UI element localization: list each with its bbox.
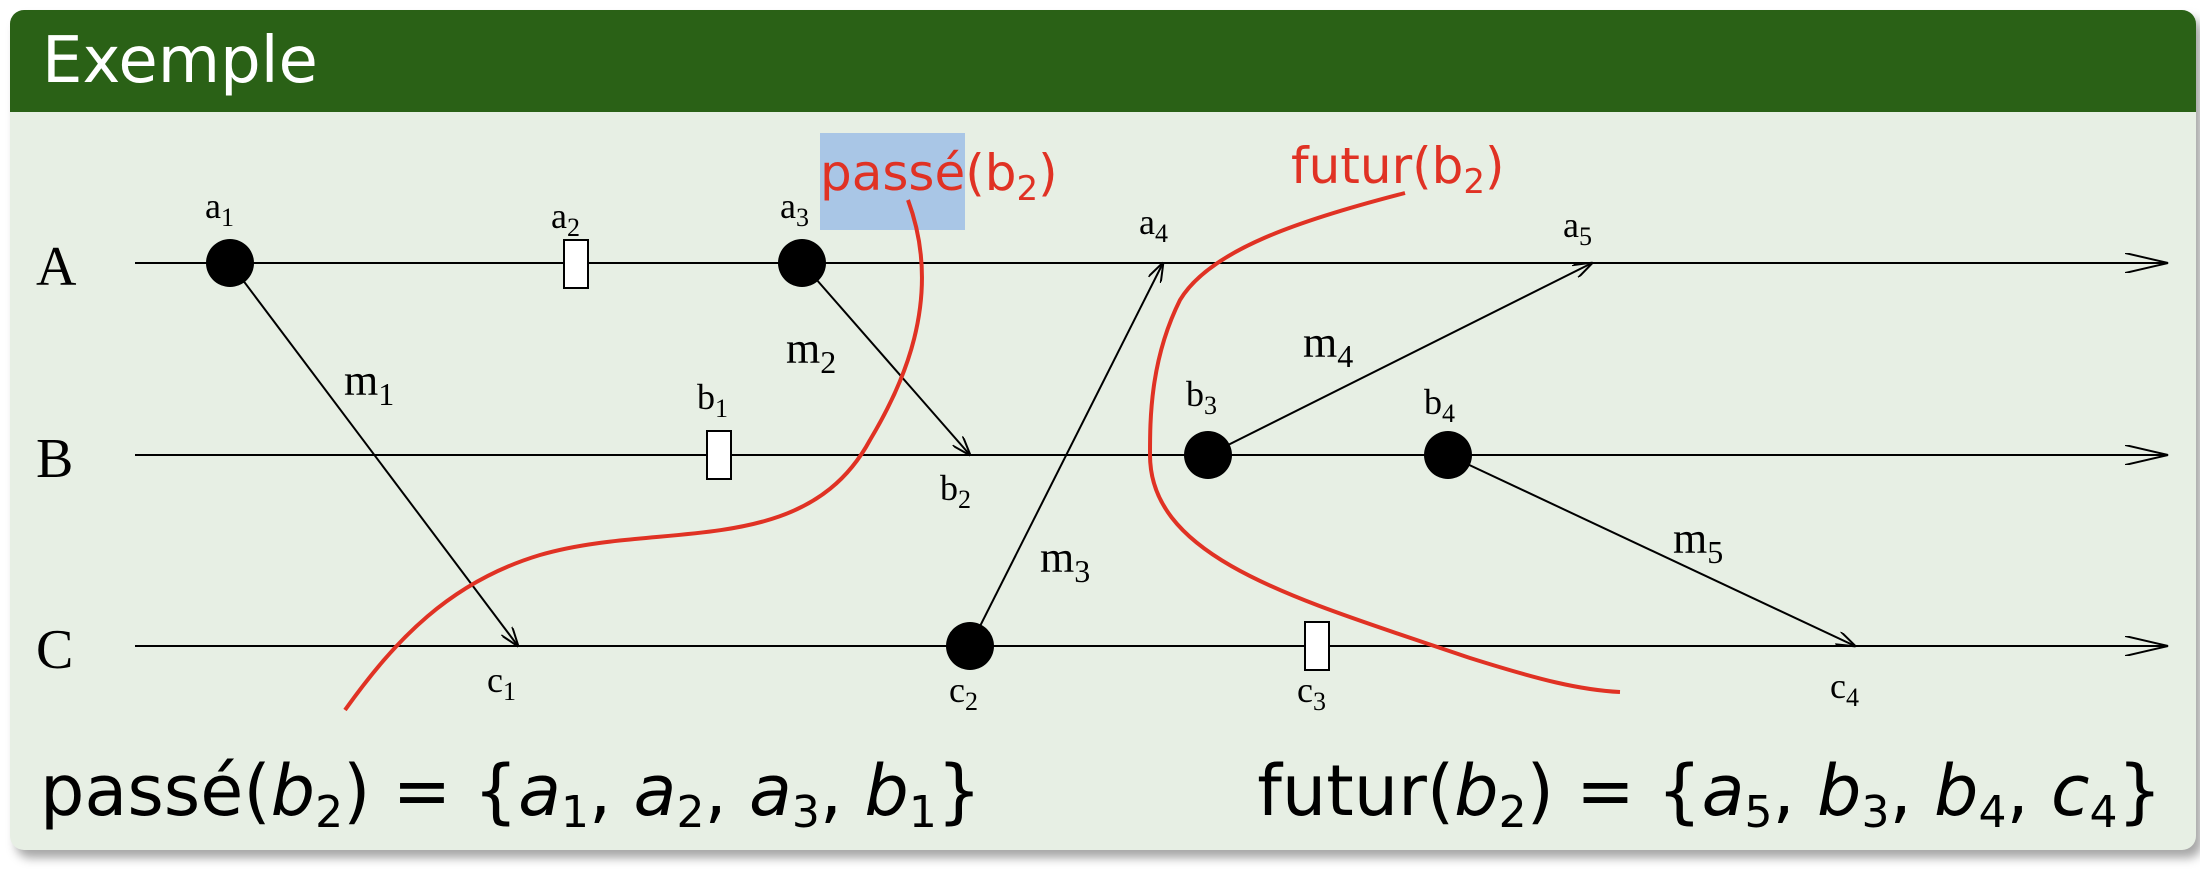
- event-a5-label: a5: [1563, 205, 1592, 251]
- future-cut-label: futur(b2): [1291, 137, 1505, 202]
- event-c2-label: c2: [949, 670, 978, 716]
- event-b4-dot: [1424, 431, 1472, 479]
- future-cut-curve: [1147, 191, 1621, 694]
- example-block: Exemple: [10, 10, 2196, 850]
- message-m4-arrow: [1207, 263, 1592, 456]
- message-m1-arrow: [229, 262, 518, 646]
- event-a1-label: a1: [205, 186, 234, 232]
- past-cut-curve: [343, 199, 924, 712]
- message-m1-label: m1: [344, 356, 394, 412]
- message-m2-arrow: [801, 262, 970, 455]
- event-a3-dot: [778, 239, 826, 287]
- event-a2-label: a2: [551, 196, 580, 242]
- past-label-highlight: [820, 133, 965, 230]
- message-m4-label: m4: [1303, 318, 1353, 374]
- event-c3-box: [1304, 621, 1330, 671]
- event-b3-dot: [1184, 431, 1232, 479]
- past-cut-label: passé(b2): [820, 144, 1058, 209]
- process-C-label: C: [36, 619, 73, 681]
- future-formula: futur(b2) = {a5, b3, b4, c4}: [1257, 750, 2162, 838]
- message-m3-label: m3: [1040, 533, 1090, 589]
- block-title: Exemple: [10, 10, 2196, 112]
- event-b4-label: b4: [1424, 382, 1455, 428]
- event-a2-box: [563, 239, 589, 289]
- process-A-label: A: [36, 236, 77, 298]
- event-b1-box: [706, 430, 732, 480]
- message-m5-label: m5: [1673, 514, 1723, 570]
- event-a4-label: a4: [1139, 202, 1168, 248]
- message-m3-arrow: [969, 263, 1163, 647]
- message-m2-label: m2: [786, 324, 836, 380]
- process-B-label: B: [36, 428, 73, 490]
- message-m5-arrow: [1447, 454, 1855, 646]
- event-b1-label: b1: [697, 377, 728, 423]
- event-b2-label: b2: [940, 468, 971, 514]
- event-c2-dot: [946, 622, 994, 670]
- event-a3-label: a3: [780, 186, 809, 232]
- event-c1-label: c1: [487, 660, 516, 706]
- event-c4-label: c4: [1830, 666, 1859, 712]
- event-b3-label: b3: [1186, 374, 1217, 420]
- past-formula: passé(b2) = {a1, a2, a3, b1}: [40, 750, 981, 838]
- event-a1-dot: [206, 239, 254, 287]
- event-c3-label: c3: [1297, 670, 1326, 716]
